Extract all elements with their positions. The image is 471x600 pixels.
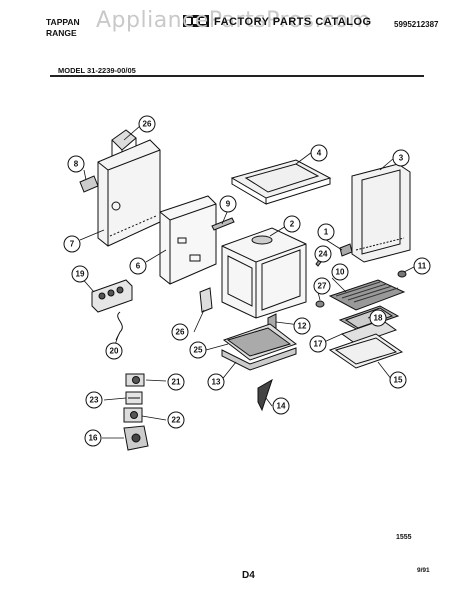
part-15-drawer	[328, 333, 404, 369]
revision-date: 9/91	[417, 567, 430, 574]
header-divider	[50, 75, 424, 77]
part-23-bracket	[125, 391, 143, 405]
callout-23: 23	[90, 396, 99, 405]
callout-15: 15	[394, 376, 403, 385]
catalog-number: 5995212387	[394, 20, 439, 29]
callout-17: 17	[314, 340, 323, 349]
callout-13: 13	[212, 378, 221, 387]
callout-27: 27	[318, 282, 327, 291]
callout-4: 4	[317, 149, 322, 158]
callout-6: 6	[136, 262, 141, 271]
callout-25: 25	[194, 346, 203, 355]
callout-22: 22	[172, 416, 181, 425]
part-6-side-panel	[159, 195, 217, 285]
callout-11: 11	[418, 262, 427, 271]
part-26-clip	[199, 287, 213, 313]
callout-14: 14	[277, 402, 286, 411]
part-11-cap	[397, 270, 407, 278]
callout-10: 10	[336, 268, 345, 277]
callout-7: 7	[70, 240, 75, 249]
callout-3: 3	[399, 154, 404, 163]
callout-18: 18	[374, 314, 383, 323]
callout-24: 24	[319, 250, 328, 259]
callout-20: 20	[110, 347, 119, 356]
part-13-drawer-front	[221, 347, 297, 371]
part-7-back-panel	[97, 139, 161, 247]
callout-21: 21	[172, 378, 181, 387]
part-10-oven-rack	[328, 279, 406, 311]
part-4-top-cover	[230, 159, 332, 205]
callout-8: 8	[74, 160, 79, 169]
callout-9: 9	[226, 200, 231, 209]
catalog-title: FACTORY PARTS CATALOG	[214, 16, 372, 28]
callout-19: 19	[76, 270, 85, 279]
part-22-valve	[123, 407, 143, 423]
brand-line-2: RANGE	[46, 28, 77, 38]
callout-2: 2	[290, 220, 295, 229]
part-17-broiler-pan	[340, 319, 398, 345]
manufacturer-logo-icon	[183, 15, 209, 27]
part-1-clip	[339, 243, 353, 257]
part-8-label-plate	[79, 175, 99, 193]
brand-label: TAPPAN RANGE	[46, 17, 80, 39]
callout-12: 12	[298, 322, 307, 331]
callout-26-top: 26	[143, 120, 152, 129]
part-2-oven-body	[221, 227, 307, 319]
callout-26-bottom: 26	[176, 328, 185, 337]
model-number: MODEL 31-2239-00/05	[58, 66, 136, 75]
brand-line-1: TAPPAN	[46, 17, 80, 27]
part-20-wire	[115, 311, 123, 341]
part-14-handle	[257, 378, 273, 412]
part-16-burner-valve	[123, 425, 149, 451]
callout-1: 1	[324, 228, 329, 237]
part-19-switch-block	[91, 279, 133, 313]
callout-16: 16	[89, 434, 98, 443]
part-9-strip	[211, 217, 235, 231]
part-21-valve	[125, 373, 145, 387]
page-number: D4	[242, 570, 255, 581]
diagram-number: 1555	[396, 534, 412, 541]
watermark: AppliancePartsPros.com	[96, 8, 371, 33]
part-25-drawer-bottom	[222, 323, 298, 361]
part-27-knob	[315, 300, 325, 308]
part-3-door-frame	[351, 163, 411, 263]
